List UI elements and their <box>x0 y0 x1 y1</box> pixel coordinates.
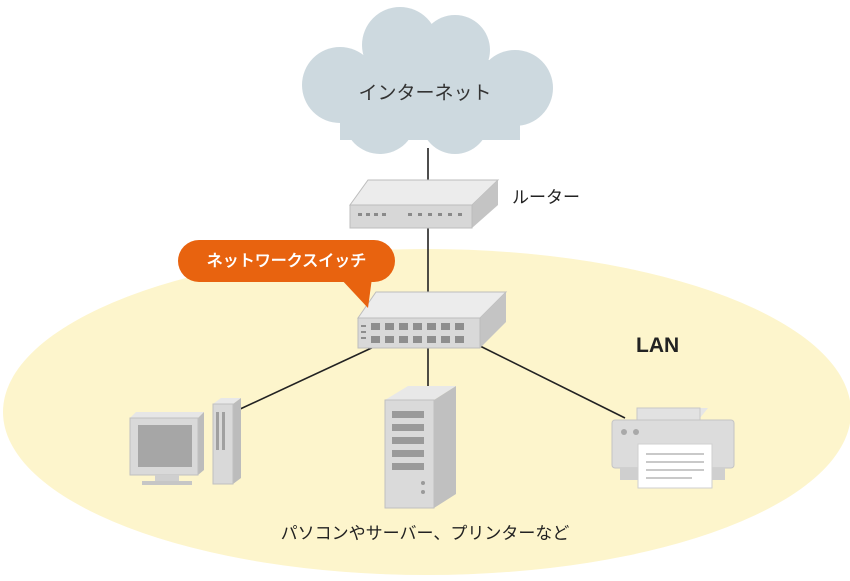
server-icon <box>384 386 456 509</box>
connection-lines <box>237 148 626 419</box>
lan-label: LAN <box>636 334 680 357</box>
desktop-pc-icon <box>129 398 241 485</box>
switch-badge-pointer <box>340 278 372 308</box>
internet-cloud-icon <box>302 7 553 154</box>
internet-label: インターネット <box>358 82 492 104</box>
router-label: ルーター <box>512 188 580 208</box>
router-icon <box>349 179 500 229</box>
devices-label: パソコンやサーバー、プリンターなど <box>280 524 570 544</box>
network-switch-icon <box>357 291 508 349</box>
printer-icon <box>611 407 735 489</box>
switch-badge: ネットワークスイッチ <box>178 240 395 282</box>
